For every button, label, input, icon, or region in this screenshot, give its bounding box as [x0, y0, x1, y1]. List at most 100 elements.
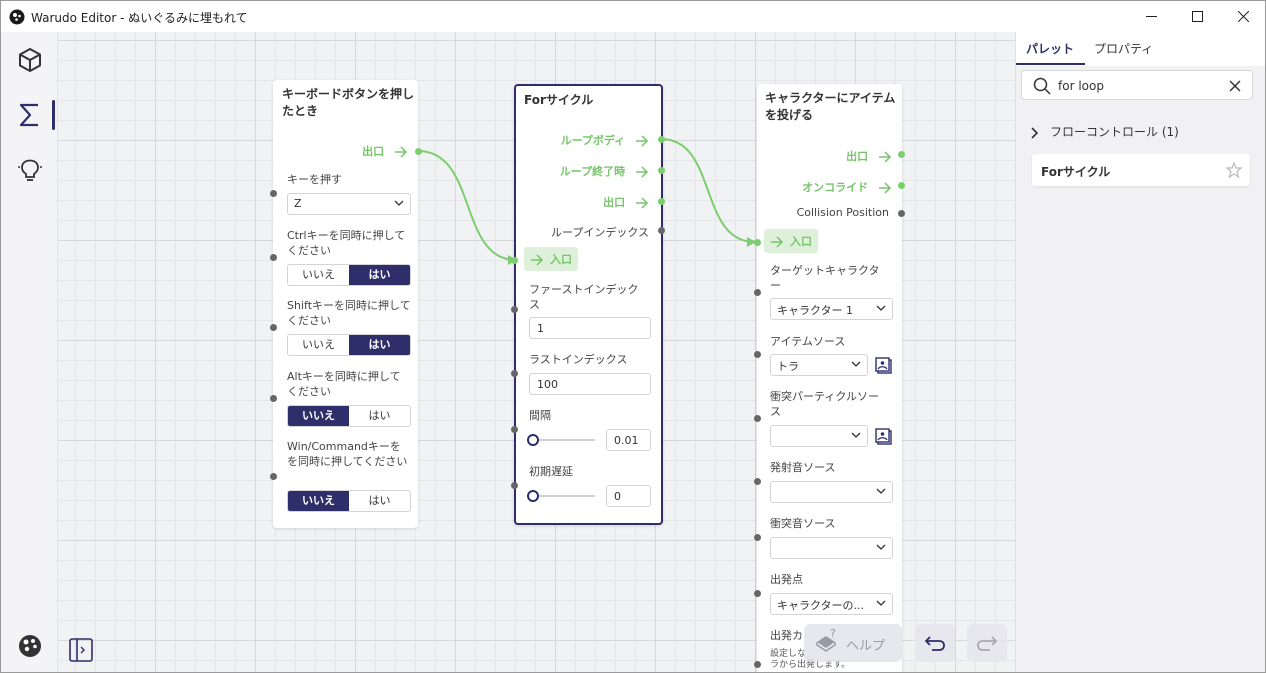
- search-icon: [1033, 77, 1051, 95]
- tab-properties[interactable]: プロパティ: [1094, 42, 1154, 56]
- output-exit[interactable]: 出口: [603, 194, 649, 210]
- blueprint-canvas[interactable]: キーボードボタンを押したとき 出口 キーを押す Z Ctrlキーを同時に押してく…: [58, 32, 1015, 672]
- input-port[interactable]: [270, 254, 277, 261]
- arrow-right-icon: [531, 254, 544, 266]
- star-icon[interactable]: [1226, 162, 1242, 178]
- image-picker-icon[interactable]: [875, 357, 893, 375]
- input-port[interactable]: [270, 190, 277, 197]
- launch-sound-label: 発射音ソース: [770, 461, 836, 474]
- item-select[interactable]: トラ: [770, 354, 868, 376]
- palette-item-for-loop[interactable]: Forサイクル: [1032, 154, 1250, 186]
- origin-select[interactable]: キャラクターの...: [770, 593, 893, 615]
- win-toggle[interactable]: いいえ はい: [287, 490, 411, 512]
- output-port[interactable]: [898, 151, 905, 158]
- launch-sound-select[interactable]: [770, 481, 893, 503]
- win-yes-option[interactable]: はい: [368, 494, 391, 507]
- category-flow-control[interactable]: フローコントロール (1): [1030, 123, 1179, 140]
- help-button[interactable]: ? ヘルプ: [804, 624, 902, 662]
- close-button[interactable]: [1220, 1, 1265, 32]
- input-port[interactable]: [754, 661, 761, 668]
- input-label: 入口: [790, 235, 812, 248]
- connection-wires: [417, 138, 756, 265]
- palette-item-label: Forサイクル: [1041, 165, 1111, 179]
- output-exit[interactable]: 出口: [846, 148, 892, 164]
- ctrl-no-option[interactable]: いいえ: [302, 268, 335, 281]
- input-port[interactable]: [754, 478, 761, 485]
- chevron-down-icon: [394, 200, 404, 206]
- shift-toggle[interactable]: いいえ はい: [287, 334, 411, 356]
- sidebar-toggle-icon[interactable]: [69, 638, 93, 662]
- input-entry[interactable]: 入口: [524, 247, 578, 271]
- ctrl-yes-option[interactable]: はい: [349, 265, 410, 285]
- input-port[interactable]: [754, 351, 761, 358]
- input-label: 入口: [550, 253, 572, 266]
- output-port[interactable]: [415, 148, 422, 155]
- input-port[interactable]: [511, 370, 518, 377]
- output-port[interactable]: [658, 198, 665, 205]
- search-input[interactable]: for loop: [1058, 79, 1104, 93]
- input-port[interactable]: [754, 239, 761, 246]
- shift-yes-option[interactable]: はい: [349, 335, 410, 355]
- clear-icon[interactable]: [1229, 80, 1241, 92]
- input-port[interactable]: [511, 306, 518, 313]
- rail-active-indicator: [52, 100, 55, 130]
- key-select[interactable]: Z: [287, 193, 411, 215]
- output-port[interactable]: [898, 210, 905, 217]
- delay-slider-handle[interactable]: [527, 490, 539, 502]
- input-port[interactable]: [270, 324, 277, 331]
- interval-slider-handle[interactable]: [527, 434, 539, 446]
- last-index-input[interactable]: 100: [529, 373, 651, 395]
- alt-toggle[interactable]: いいえ はい: [287, 405, 411, 427]
- input-port[interactable]: [511, 482, 518, 489]
- output-loop-end[interactable]: ループ終了時: [560, 163, 649, 179]
- input-port[interactable]: [754, 590, 761, 597]
- win-label: Win/Commandキーをを同時に押してください: [287, 440, 408, 468]
- tab-palette[interactable]: パレット: [1026, 42, 1075, 56]
- delay-input[interactable]: 0: [606, 485, 651, 507]
- win-no-option[interactable]: いいえ: [288, 491, 349, 511]
- delay-slider[interactable]: [533, 495, 595, 497]
- interval-input[interactable]: 0.01: [606, 429, 651, 451]
- input-port[interactable]: [511, 257, 518, 264]
- input-port[interactable]: [754, 534, 761, 541]
- rail-plugins-button[interactable]: [1, 145, 58, 195]
- palette-search[interactable]: for loop: [1021, 70, 1253, 100]
- output-on-collide[interactable]: オンコライド: [802, 179, 892, 195]
- rail-settings-button[interactable]: [1, 621, 58, 671]
- output-port[interactable]: [898, 182, 905, 189]
- interval-slider[interactable]: [533, 439, 595, 441]
- maximize-button[interactable]: [1174, 1, 1220, 32]
- node-throw-item[interactable]: キャラクターにアイテムを投げる 出口 オンコライド Collision Posi…: [757, 84, 902, 672]
- output-collision-position[interactable]: Collision Position: [796, 206, 889, 219]
- input-entry[interactable]: 入口: [764, 229, 818, 253]
- alt-yes-option[interactable]: はい: [368, 409, 391, 422]
- output-loop-body[interactable]: ループボディ: [561, 132, 649, 148]
- alt-no-option[interactable]: いいえ: [288, 406, 349, 426]
- node-for-loop[interactable]: Forサイクル ループボディ ループ終了時 出口 ループインデックス 入口 ファ…: [514, 84, 663, 525]
- ctrl-toggle[interactable]: いいえ はい: [287, 264, 411, 286]
- input-port[interactable]: [511, 426, 518, 433]
- key-label: キーを押す: [287, 173, 342, 186]
- minimize-button[interactable]: [1128, 1, 1174, 32]
- particle-select[interactable]: [770, 425, 868, 447]
- undo-button[interactable]: [915, 624, 955, 662]
- output-loop-index[interactable]: ループインデックス: [550, 226, 649, 239]
- output-port[interactable]: [658, 227, 665, 234]
- input-port[interactable]: [754, 289, 761, 296]
- output-exit[interactable]: 出口: [362, 143, 408, 159]
- input-port[interactable]: [270, 473, 277, 480]
- rail-blueprints-button[interactable]: [1, 90, 58, 140]
- impact-sound-select[interactable]: [770, 537, 893, 559]
- redo-button[interactable]: [967, 624, 1007, 662]
- first-index-input[interactable]: 1: [529, 317, 651, 339]
- warudo-logo-icon: [9, 9, 25, 25]
- image-picker-icon[interactable]: [875, 428, 893, 446]
- output-port[interactable]: [658, 136, 665, 143]
- output-port[interactable]: [658, 167, 665, 174]
- input-port[interactable]: [270, 395, 277, 402]
- shift-no-option[interactable]: いいえ: [302, 338, 335, 351]
- input-port[interactable]: [754, 415, 761, 422]
- target-select[interactable]: キャラクター 1: [770, 298, 893, 320]
- rail-assets-button[interactable]: [1, 35, 58, 85]
- node-keyboard-press[interactable]: キーボードボタンを押したとき 出口 キーを押す Z Ctrlキーを同時に押してく…: [273, 80, 418, 528]
